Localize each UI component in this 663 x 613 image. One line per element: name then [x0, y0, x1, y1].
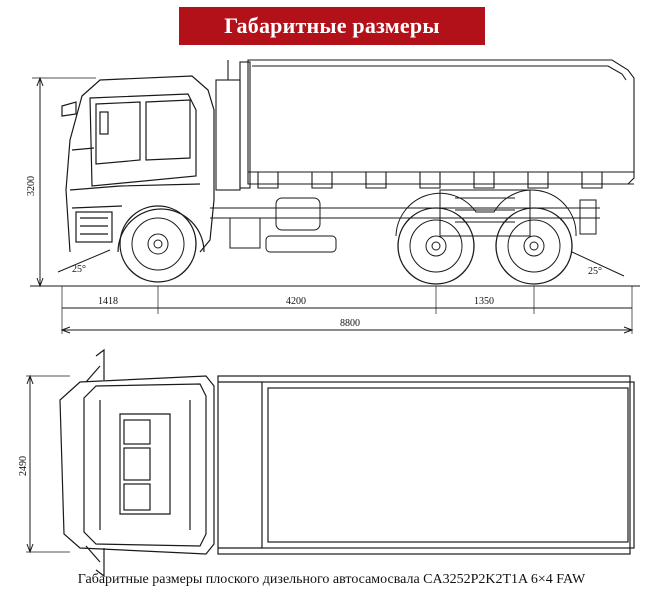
overall-length-label: 8800: [340, 318, 360, 329]
approach-angle-line: [57, 249, 111, 273]
title-banner: Габаритные размеры: [179, 7, 485, 45]
body-top: [217, 375, 635, 555]
front-overhang-label: 1418: [98, 296, 118, 307]
cab-top: [59, 348, 215, 578]
wheelbase-label: 4200: [286, 296, 306, 307]
height-label: 3200: [26, 176, 37, 196]
height-dimension: 3200: [26, 76, 96, 288]
dimension-chain: 1418 4200 1350 8800: [60, 286, 634, 334]
cab: [61, 75, 215, 253]
rear-wheel-1: [397, 207, 475, 285]
banner-title: Габаритные размеры: [224, 13, 440, 38]
width-label: 2490: [18, 456, 29, 476]
top-view: 2490: [18, 348, 635, 578]
front-wheel: [117, 205, 205, 283]
side-view: 25° 25° 3200 1418 4200 1350 8800: [26, 59, 640, 334]
dump-body: [215, 59, 635, 191]
rear-wheel-2: [495, 207, 573, 285]
figure-caption: Габаритные размеры плоского дизельного а…: [77, 572, 586, 587]
fender-rear: [395, 189, 577, 237]
departure-angle-label: 25°: [588, 266, 602, 277]
chassis-frame: [210, 189, 600, 253]
approach-angle-label: 25°: [72, 264, 86, 275]
tandem-label: 1350: [474, 296, 494, 307]
departure-angle-line: [571, 251, 625, 277]
